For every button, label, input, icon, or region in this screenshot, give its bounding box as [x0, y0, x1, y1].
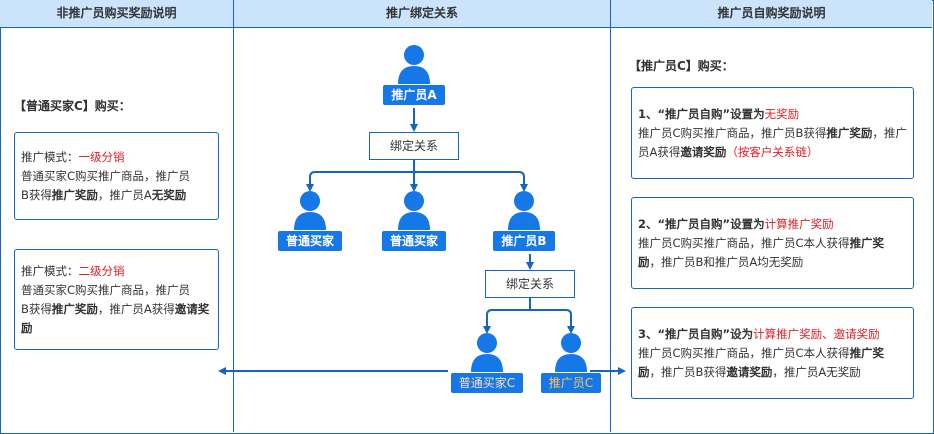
card-text: ，推广员A获得: [97, 301, 175, 316]
node-promoter-c: 推广员C: [521, 332, 621, 393]
mode-value: 一级分销: [78, 149, 125, 164]
card-text: B获得: [21, 187, 52, 202]
card-text: ，推广员B获得: [649, 364, 727, 379]
non-promoter-column: 非推广员购买奖励说明 【普通买家C】购买： 推广模式：一级分销 普通买家C购买推…: [0, 0, 234, 432]
card-line: 普通买家C购买推广商品，推广员: [21, 168, 191, 183]
card-text: ，推广员A获得: [638, 125, 907, 159]
node-label: 推广员C: [540, 373, 602, 393]
card-note: （按客户关系链）: [726, 144, 819, 159]
person-icon: [508, 191, 540, 230]
node-label: 普通买家C: [450, 373, 524, 393]
person-icon: [471, 333, 503, 372]
card-heading: 1、“推广员自购”设置为: [638, 106, 765, 121]
person-icon: [294, 191, 326, 230]
node-buyer-c: 普通买家C: [437, 332, 537, 393]
node-label: 普通买家: [277, 231, 342, 251]
mode-label: 推广模式：: [21, 263, 79, 278]
mode-value: 二级分销: [78, 263, 125, 278]
promoter-c-section-title: 【推广员C】购买：: [629, 59, 734, 73]
card-text-bold: 推广奖励: [638, 345, 885, 379]
card-text: ，推广员A: [97, 187, 152, 202]
person-icon: [398, 191, 430, 230]
card-text-bold: 推广奖励: [51, 187, 98, 202]
node-promoter-a: 推广员A: [364, 44, 464, 105]
card-text-bold: 推广奖励: [51, 301, 98, 316]
person-icon: [398, 45, 430, 84]
bind1-branch: [309, 171, 525, 186]
card-text-bold: 邀请奖励: [680, 144, 727, 159]
node-label: 推广员B: [493, 231, 555, 251]
card-heading-value: 计算推广奖励: [764, 216, 834, 231]
card-text-bold: 无奖励: [151, 187, 187, 202]
node-promoter-b: 推广员B: [474, 190, 574, 251]
column-header-middle: 推广绑定关系: [234, 0, 610, 28]
card-heading: 2、“推广员自购”设置为: [638, 216, 765, 231]
setting3-card: 3、“推广员自购”设为计算推广奖励、邀请奖励 推广员C购买推广商品，推广员C本人…: [631, 307, 914, 399]
bind-relation-box-2: 绑定关系: [485, 270, 575, 298]
binding-relationship-column: 推广绑定关系: [234, 0, 611, 432]
level1-card: 推广模式：一级分销 普通买家C购买推广商品，推广员 B获得推广奖励，推广员A无奖…: [14, 132, 219, 220]
column-header-left: 非推广员购买奖励说明: [0, 0, 233, 28]
setting1-card: 1、“推广员自购”设置为无奖励 推广员C购买推广商品，推广员B获得推广奖励，推广…: [631, 87, 914, 179]
level2-card: 推广模式：二级分销 普通买家C购买推广商品，推广员 B获得推广奖励，推广员A获得…: [14, 249, 219, 350]
card-text-bold: 推广奖励: [826, 125, 873, 140]
buyer-c-section-title: 【普通买家C】购买：: [14, 99, 131, 113]
card-text-bold: 推广奖励: [638, 235, 885, 269]
column-header-right: 推广员自购奖励说明: [611, 0, 932, 28]
card-text: ，推广员A无奖励: [772, 364, 861, 379]
card-text: 推广员C购买推广商品，推广员C本人获得: [638, 235, 850, 250]
card-text-bold: 邀请奖励: [21, 301, 210, 335]
promoter-self-purchase-column: 推广员自购奖励说明 【推广员C】购买： 1、“推广员自购”设置为无奖励 推广员C…: [611, 0, 932, 432]
card-text: ，推广员B和推广员A均无奖励: [649, 254, 804, 269]
card-text: B获得: [21, 301, 52, 316]
bind2-branch: [486, 309, 572, 326]
card-heading: 3、“推广员自购”设为: [638, 326, 754, 341]
card-heading-value: 无奖励: [764, 106, 800, 121]
node-buyer-1: 普通买家: [260, 190, 360, 251]
card-text: 推广员C购买推广商品，推广员C本人获得: [638, 345, 850, 360]
node-label: 推广员A: [383, 85, 445, 105]
mode-label: 推广模式：: [21, 149, 79, 164]
person-icon: [555, 333, 587, 372]
card-line: 普通买家C购买推广商品，推广员: [21, 282, 191, 297]
bind-relation-box-1: 绑定关系: [369, 132, 459, 160]
card-heading-value: 计算推广奖励、邀请奖励: [753, 326, 880, 341]
node-buyer-2: 普通买家: [364, 190, 464, 251]
setting2-card: 2、“推广员自购”设置为计算推广奖励 推广员C购买推广商品，推广员C本人获得推广…: [631, 197, 914, 289]
card-text: 推广员C购买推广商品，推广员B获得: [638, 125, 827, 140]
node-label: 普通买家: [381, 231, 446, 251]
card-text-bold: 邀请奖励: [726, 364, 773, 379]
